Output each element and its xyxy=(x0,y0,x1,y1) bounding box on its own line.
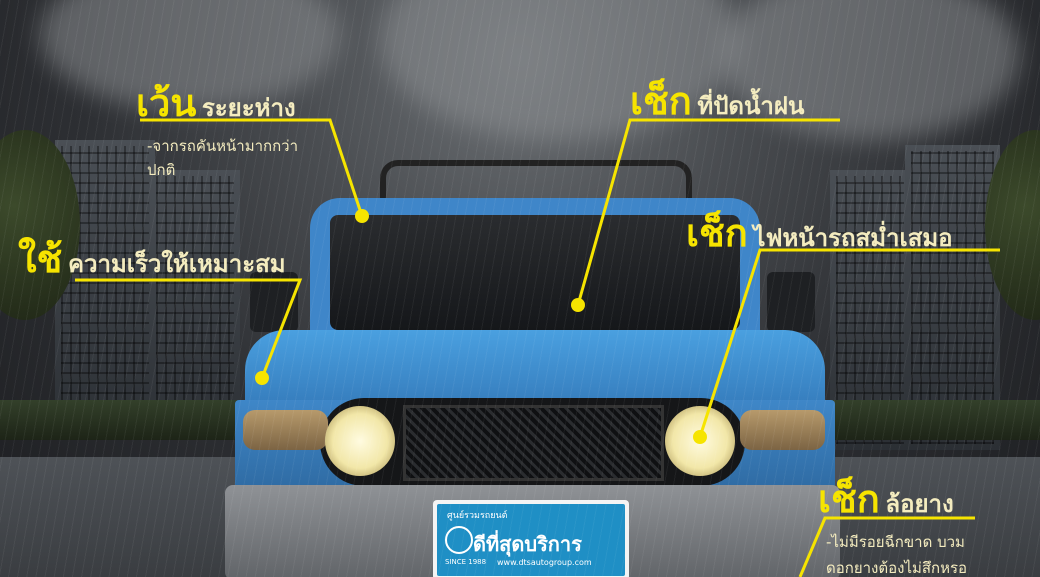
amber-lamp-left xyxy=(243,410,328,450)
label-tires: เช็ก ล้อยาง xyxy=(818,480,954,518)
grille xyxy=(403,405,664,481)
note-distance-1: -จากรถคันหน้ามากกว่า xyxy=(147,137,299,155)
building xyxy=(150,170,240,440)
side-mirror-right xyxy=(767,272,815,332)
label-distance-keyword: เว้น xyxy=(136,81,197,125)
callout-dot-distance xyxy=(355,209,369,223)
windshield xyxy=(330,215,740,330)
storm-cloud xyxy=(720,0,1020,140)
dealer-logo-icon xyxy=(445,526,473,554)
callout-line-speed xyxy=(75,278,303,379)
plate-url: www.dtsautogroup.com xyxy=(497,558,592,567)
label-speed-topic: ความเร็วให้เหมาะสม xyxy=(67,250,286,278)
label-speed-keyword: ใช้ xyxy=(18,237,63,281)
plate-since: SINCE 1988 xyxy=(445,558,487,566)
label-headlight: เช็ก ไฟหน้ารถสม่ำเสมอ xyxy=(686,214,953,252)
roof-rack xyxy=(380,160,692,211)
label-headlight-topic: ไฟหน้ารถสม่ำเสมอ xyxy=(753,224,953,252)
callout-dot-speed xyxy=(255,371,269,385)
label-headlight-keyword: เช็ก xyxy=(686,211,748,255)
label-distance-topic: ระยะห่าง xyxy=(201,94,296,122)
building xyxy=(55,140,155,440)
label-wiper-topic: ที่ปัดน้ำฝน xyxy=(697,92,805,120)
dealer-plate: ศูนย์รวมรถยนต์ ดีที่สุดบริการ SINCE 1988… xyxy=(433,500,629,577)
plate-brand: ดีที่สุดบริการ xyxy=(473,532,582,556)
label-wiper-keyword: เช็ก xyxy=(630,79,692,123)
headlight-left xyxy=(325,406,395,476)
callout-dot-headlight xyxy=(693,430,707,444)
callout-dot-wiper xyxy=(571,298,585,312)
label-tires-topic: ล้อยาง xyxy=(885,490,954,518)
label-tires-keyword: เช็ก xyxy=(818,477,880,521)
note-distance-2: ปกติ xyxy=(147,161,176,179)
callout-line-tires xyxy=(798,516,975,577)
amber-lamp-right xyxy=(740,410,825,450)
note-tires-2: ดอกยางต้องไม่สึกหรอ xyxy=(826,559,968,577)
label-speed: ใช้ ความเร็วให้เหมาะสม xyxy=(18,240,286,278)
label-distance: เว้น ระยะห่าง xyxy=(136,84,296,122)
note-tires-1: -ไม่มีรอยฉีกขาด บวม xyxy=(826,533,965,551)
label-wiper: เช็ก ที่ปัดน้ำฝน xyxy=(630,82,804,120)
plate-heading: ศูนย์รวมรถยนต์ xyxy=(447,511,508,521)
callout-line-headlight xyxy=(698,248,1000,438)
callout-line-wiper xyxy=(576,118,840,306)
callout-line-distance xyxy=(140,118,364,217)
building xyxy=(905,145,1000,450)
